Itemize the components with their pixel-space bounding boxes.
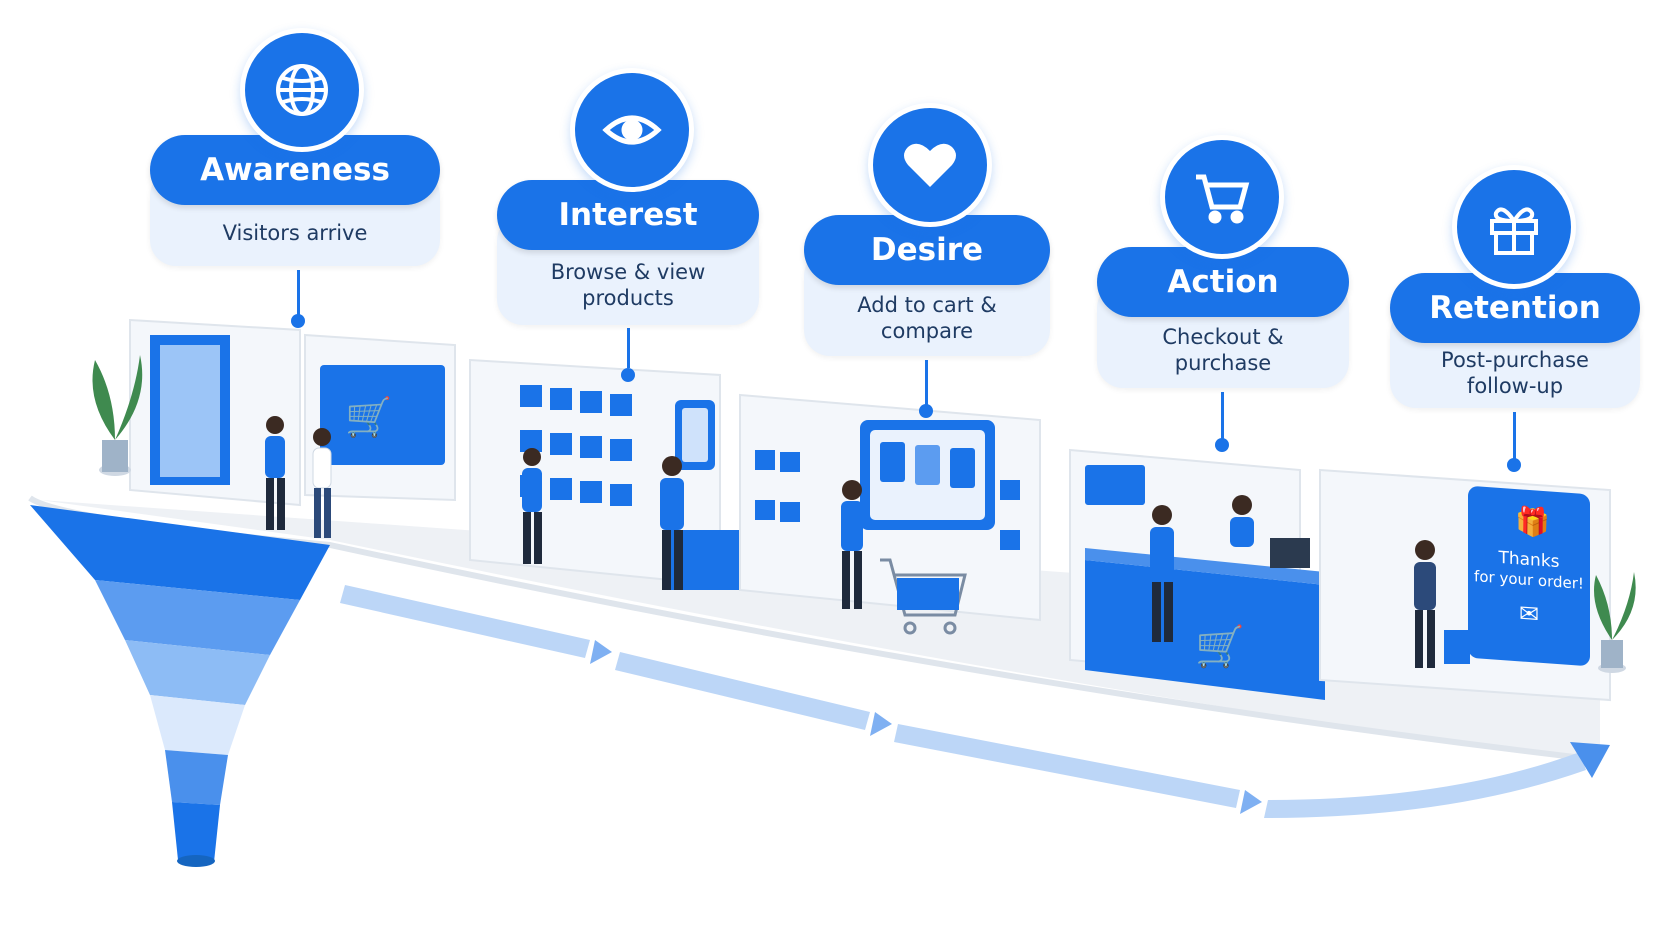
shoppers — [265, 416, 1470, 668]
thank-you-sign: 🎁 Thanks for your order! ✉ — [1468, 485, 1590, 667]
stage-title: Retention — [1390, 273, 1640, 343]
gift-icon — [1452, 165, 1576, 289]
shopper — [522, 448, 542, 564]
svg-text:🛒: 🛒 — [345, 395, 392, 439]
stage-connector-dot — [1215, 438, 1229, 452]
globe-icon — [240, 28, 364, 152]
shopper — [312, 428, 332, 538]
product-shelves — [469, 358, 740, 590]
gift-icon: 🎁 — [1515, 504, 1550, 540]
stage-connector-dot — [1507, 458, 1521, 472]
stage-connector-dot — [621, 368, 635, 382]
checkout-counter: 🛒 — [1069, 448, 1325, 700]
funnel — [30, 505, 330, 867]
shopping-cart-graphic — [880, 558, 967, 635]
stage-connector — [1513, 412, 1516, 460]
mail-icon: ✉ — [1518, 599, 1540, 629]
shopper — [841, 480, 863, 609]
stage-connector — [297, 270, 300, 318]
store-floor — [40, 500, 1600, 760]
stage-title: Awareness — [150, 135, 440, 205]
cashier — [1230, 495, 1254, 547]
shopper — [660, 456, 684, 590]
stage-connector — [1221, 392, 1224, 440]
shopper — [1150, 505, 1174, 642]
stage-connector — [925, 360, 928, 406]
stage-connector-dot — [919, 404, 933, 418]
store-entrance: 🛒 — [92, 318, 456, 507]
shopping-cart-icon — [1160, 135, 1284, 259]
heart-icon — [868, 103, 992, 227]
svg-text:🛒: 🛒 — [1195, 623, 1245, 670]
stage-title: Interest — [497, 180, 759, 250]
shopper — [265, 416, 285, 530]
stage-connector-dot — [291, 314, 305, 328]
eye-icon — [570, 68, 694, 192]
shopper — [1414, 540, 1470, 668]
stage-connector — [627, 328, 630, 368]
product-comparison-area — [739, 393, 1041, 635]
journey-flow-arrows — [340, 585, 1610, 818]
